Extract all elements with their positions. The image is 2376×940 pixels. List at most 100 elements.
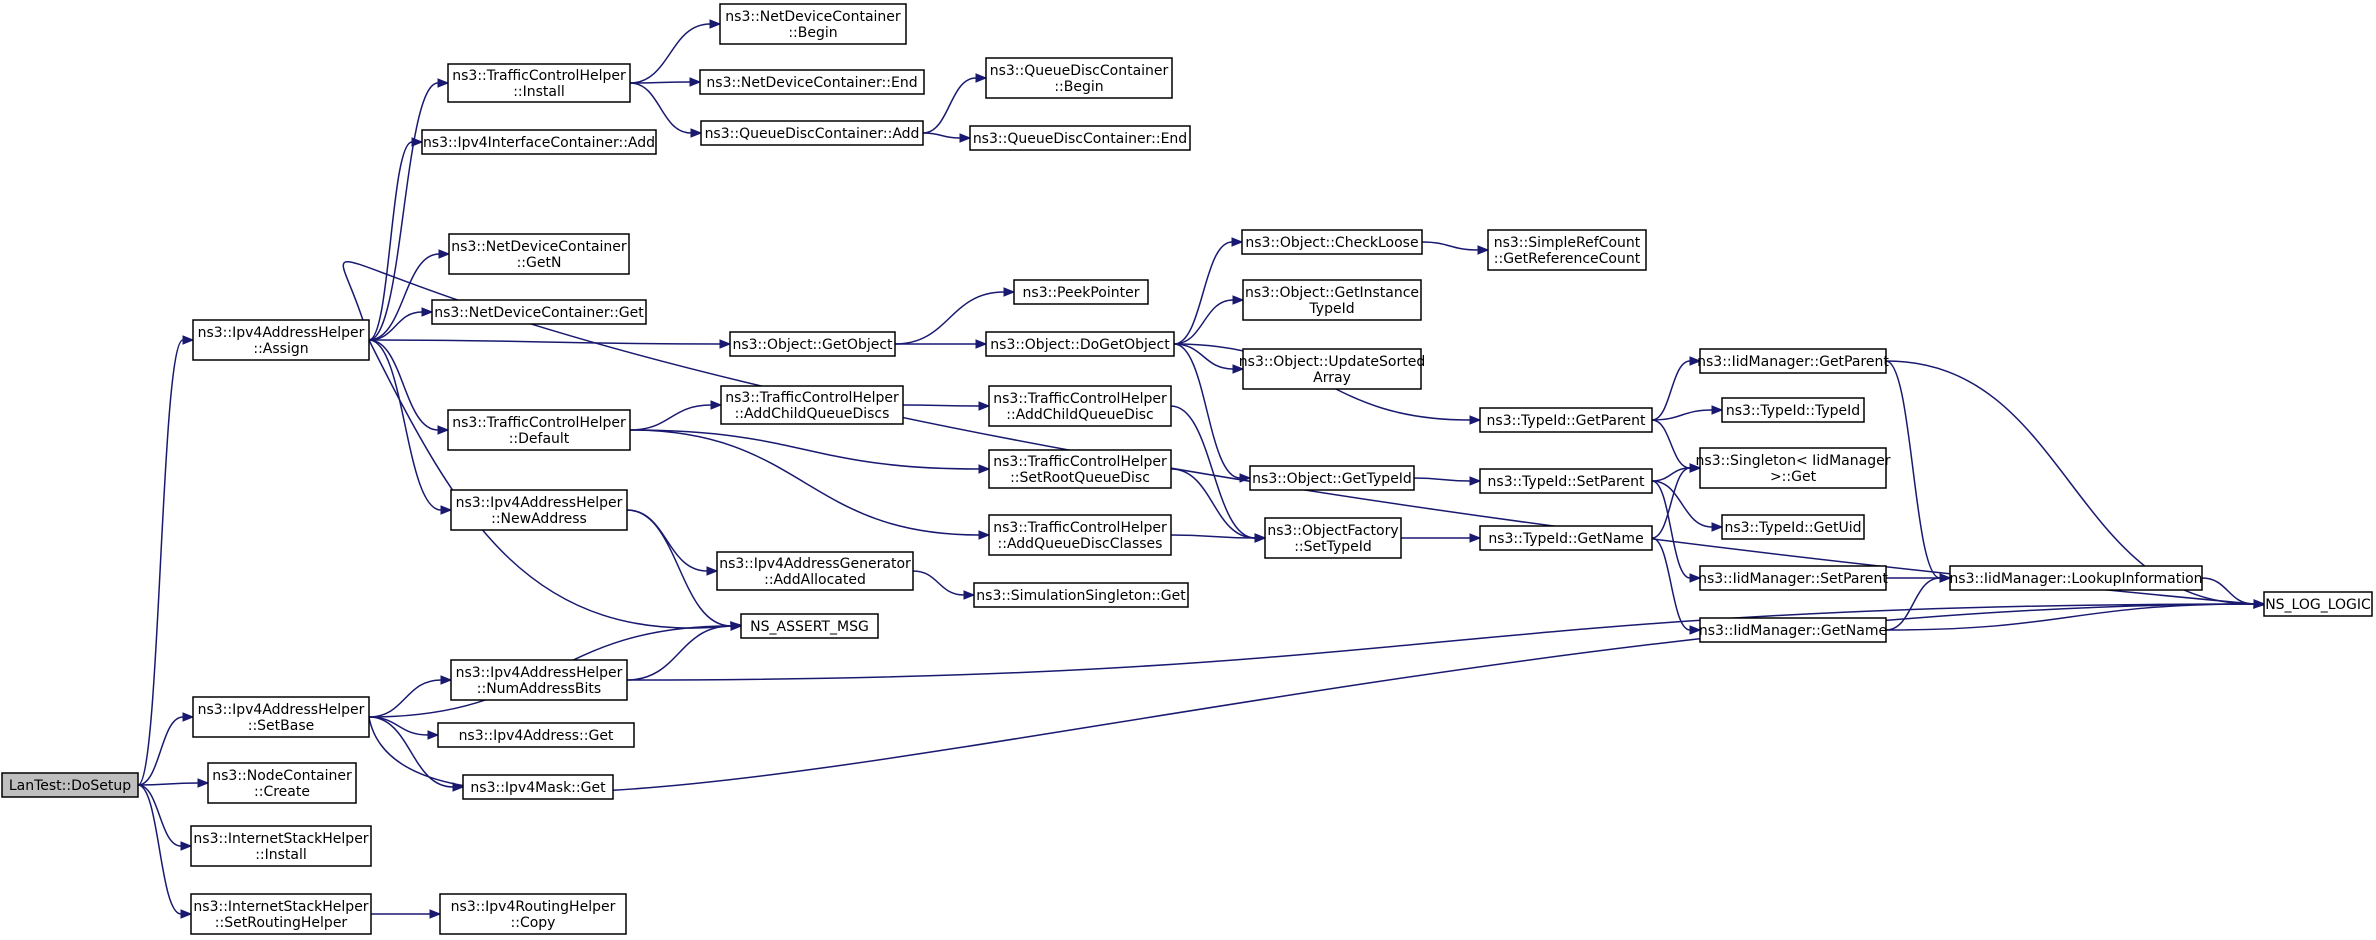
edge-arrowhead: [1689, 625, 1702, 635]
node-ish_install[interactable]: ns3::InternetStackHelper::Install: [190, 825, 372, 867]
node-label: ns3::InternetStackHelper: [193, 831, 368, 847]
node-nc_create[interactable]: ns3::NodeContainer::Create: [207, 762, 357, 804]
node-iidm_setparent[interactable]: ns3::IidManager::SetParent: [1698, 565, 1888, 591]
node-ish_setrouting[interactable]: ns3::InternetStackHelper::SetRoutingHelp…: [190, 893, 372, 935]
node-box: [450, 659, 628, 701]
node-ndc_getn[interactable]: ns3::NetDeviceContainer::GetN: [448, 233, 630, 275]
node-ipv4address_get[interactable]: ns3::Ipv4Address::Get: [437, 722, 635, 748]
edge-line: [1651, 419, 1691, 469]
node-label: ns3::SimulationSingleton::Get: [976, 588, 1186, 604]
edge-assign-to-tch_install: [368, 78, 450, 341]
edge-arrowhead: [690, 128, 703, 138]
edge-arrowhead: [1689, 573, 1702, 583]
edge-assign-to-iah_newaddress: [368, 339, 453, 515]
node-simsingleton_get[interactable]: ns3::SimulationSingleton::Get: [973, 582, 1189, 608]
node-box: [1699, 617, 1887, 643]
edge-line: [368, 339, 439, 431]
node-typeid_setparent[interactable]: ns3::TypeId::SetParent: [1479, 468, 1653, 494]
node-srefc_getrefcount[interactable]: ns3::SimpleRefCount::GetReferenceCount: [1487, 229, 1647, 271]
edge-assign-to-ns_assert_msg: [368, 339, 743, 631]
node-ns_log_logic[interactable]: NS_LOG_LOGIC: [2263, 591, 2373, 617]
node-iidm_getparent[interactable]: ns3::IidManager::GetParent: [1697, 348, 1889, 374]
edge-line: [368, 253, 440, 341]
node-iah_newaddress[interactable]: ns3::Ipv4AddressHelper::NewAddress: [450, 489, 628, 531]
node-iidm_getname[interactable]: ns3::IidManager::GetName: [1699, 617, 1887, 643]
edge-layer: [137, 19, 2266, 919]
node-peekpointer[interactable]: ns3::PeekPointer: [1013, 279, 1149, 305]
edge-line: [1651, 480, 1713, 528]
node-objfactory_settypeid[interactable]: ns3::ObjectFactory::SetTypeId: [1264, 517, 1402, 559]
node-box: [207, 762, 357, 804]
node-box: [1721, 514, 1865, 540]
node-label: ::Assign: [253, 341, 308, 357]
node-iag_addallocated[interactable]: ns3::Ipv4AddressGenerator::AddAllocated: [716, 551, 914, 591]
node-typeid_getuid[interactable]: ns3::TypeId::GetUid: [1721, 514, 1865, 540]
node-iidm_lookupinformation[interactable]: ns3::IidManager::LookupInformation: [1949, 565, 2203, 591]
node-tch_addchildqueuedisc[interactable]: ns3::TrafficControlHelper::AddChildQueue…: [988, 385, 1172, 427]
node-obj_gettypeid[interactable]: ns3::Object::GetTypeId: [1249, 465, 1415, 491]
node-qdc_begin[interactable]: ns3::QueueDiscContainer::Begin: [985, 57, 1173, 99]
edge-tch_default-to-tch_setrootqueuedisc: [629, 429, 991, 474]
node-setbase[interactable]: ns3::Ipv4AddressHelper::SetBase: [192, 696, 370, 738]
node-box: [190, 893, 372, 935]
node-iah_numaddressbits[interactable]: ns3::Ipv4AddressHelper::NumAddressBits: [450, 659, 628, 701]
edge-arrowhead: [429, 909, 442, 919]
node-tch_addqueuediscclasses[interactable]: ns3::TrafficControlHelper::AddQueueDiscC…: [988, 514, 1172, 556]
edge-obj_getobject-to-peekpointer: [894, 287, 1016, 345]
node-obj_dogetobject[interactable]: ns3::Object::DoGetObject: [985, 331, 1175, 357]
node-assign[interactable]: ns3::Ipv4AddressHelper::Assign: [192, 319, 370, 361]
edge-assign-to-iic_add: [368, 137, 424, 341]
edge-line: [626, 509, 708, 572]
node-label: ns3::QueueDiscContainer: [990, 63, 1169, 79]
edge-typeid_getparent-to-singleton_get: [1651, 419, 1702, 473]
node-irh_copy[interactable]: ns3::Ipv4RoutingHelper::Copy: [439, 893, 627, 935]
node-ndc_get[interactable]: ns3::NetDeviceContainer::Get: [431, 299, 647, 325]
edge-line: [368, 716, 454, 788]
node-label: ns3::IidManager::LookupInformation: [1949, 571, 2202, 587]
edge-arrowhead: [180, 909, 193, 919]
node-dosetup[interactable]: LanTest::DoSetup: [1, 772, 139, 798]
edge-arrowhead: [709, 19, 722, 29]
node-typeid_typeid[interactable]: ns3::TypeId::TypeId: [1721, 397, 1865, 423]
node-ndc_end[interactable]: ns3::NetDeviceContainer::End: [699, 69, 925, 95]
node-ipv4mask_get[interactable]: ns3::Ipv4Mask::Get: [462, 774, 614, 800]
node-label: ns3::TypeId::GetName: [1488, 531, 1643, 547]
edge-arrowhead: [1232, 295, 1245, 305]
node-tch_install[interactable]: ns3::TrafficControlHelper::Install: [447, 63, 631, 103]
edge-line: [629, 23, 711, 84]
node-obj_getobject[interactable]: ns3::Object::GetObject: [729, 331, 896, 357]
node-label: ::Create: [254, 784, 310, 800]
node-typeid_getname[interactable]: ns3::TypeId::GetName: [1479, 525, 1653, 551]
node-iic_add[interactable]: ns3::Ipv4InterfaceContainer::Add: [421, 129, 657, 155]
edge-line: [629, 82, 692, 134]
node-singleton_get[interactable]: ns3::Singleton< IidManager >::Get: [1696, 447, 1891, 489]
edge-line: [902, 404, 980, 407]
node-label: ns3::NetDeviceContainer::End: [706, 75, 917, 91]
edge-dosetup-to-setbase: [137, 712, 195, 786]
node-qdc_add[interactable]: ns3::QueueDiscContainer::Add: [700, 120, 924, 146]
node-tch_setrootqueuedisc[interactable]: ns3::TrafficControlHelper::SetRootQueueD…: [988, 449, 1172, 489]
edge-typeid_getname-to-iidm_getname: [1651, 537, 1702, 635]
node-label: ns3::TypeId::TypeId: [1726, 403, 1860, 419]
node-obj_checkloose[interactable]: ns3::Object::CheckLoose: [1241, 229, 1423, 255]
node-label: ns3::Ipv4AddressHelper: [198, 702, 365, 718]
node-ndc_begin[interactable]: ns3::NetDeviceContainer::Begin: [719, 3, 907, 45]
node-box: [448, 233, 630, 275]
node-tch_default[interactable]: ns3::TrafficControlHelper::Default: [447, 409, 631, 451]
node-tch_addchildqueuediscs[interactable]: ns3::TrafficControlHelper::AddChildQueue…: [720, 385, 904, 425]
node-ns_assert_msg[interactable]: NS_ASSERT_MSG: [740, 613, 879, 639]
node-typeid_getparent[interactable]: ns3::TypeId::GetParent: [1479, 407, 1653, 433]
node-label: ::Begin: [788, 25, 837, 41]
node-label: ns3::NetDeviceContainer: [725, 9, 901, 25]
node-box: [700, 120, 924, 146]
node-box: [421, 129, 657, 155]
node-label: TypeId: [1308, 301, 1354, 317]
edge-arrowhead: [689, 77, 702, 87]
node-qdc_end[interactable]: ns3::QueueDiscContainer::End: [969, 125, 1191, 151]
edge-arrowhead: [978, 464, 991, 474]
edge-line: [629, 81, 691, 84]
node-box: [190, 825, 372, 867]
edge-line: [1173, 299, 1234, 345]
